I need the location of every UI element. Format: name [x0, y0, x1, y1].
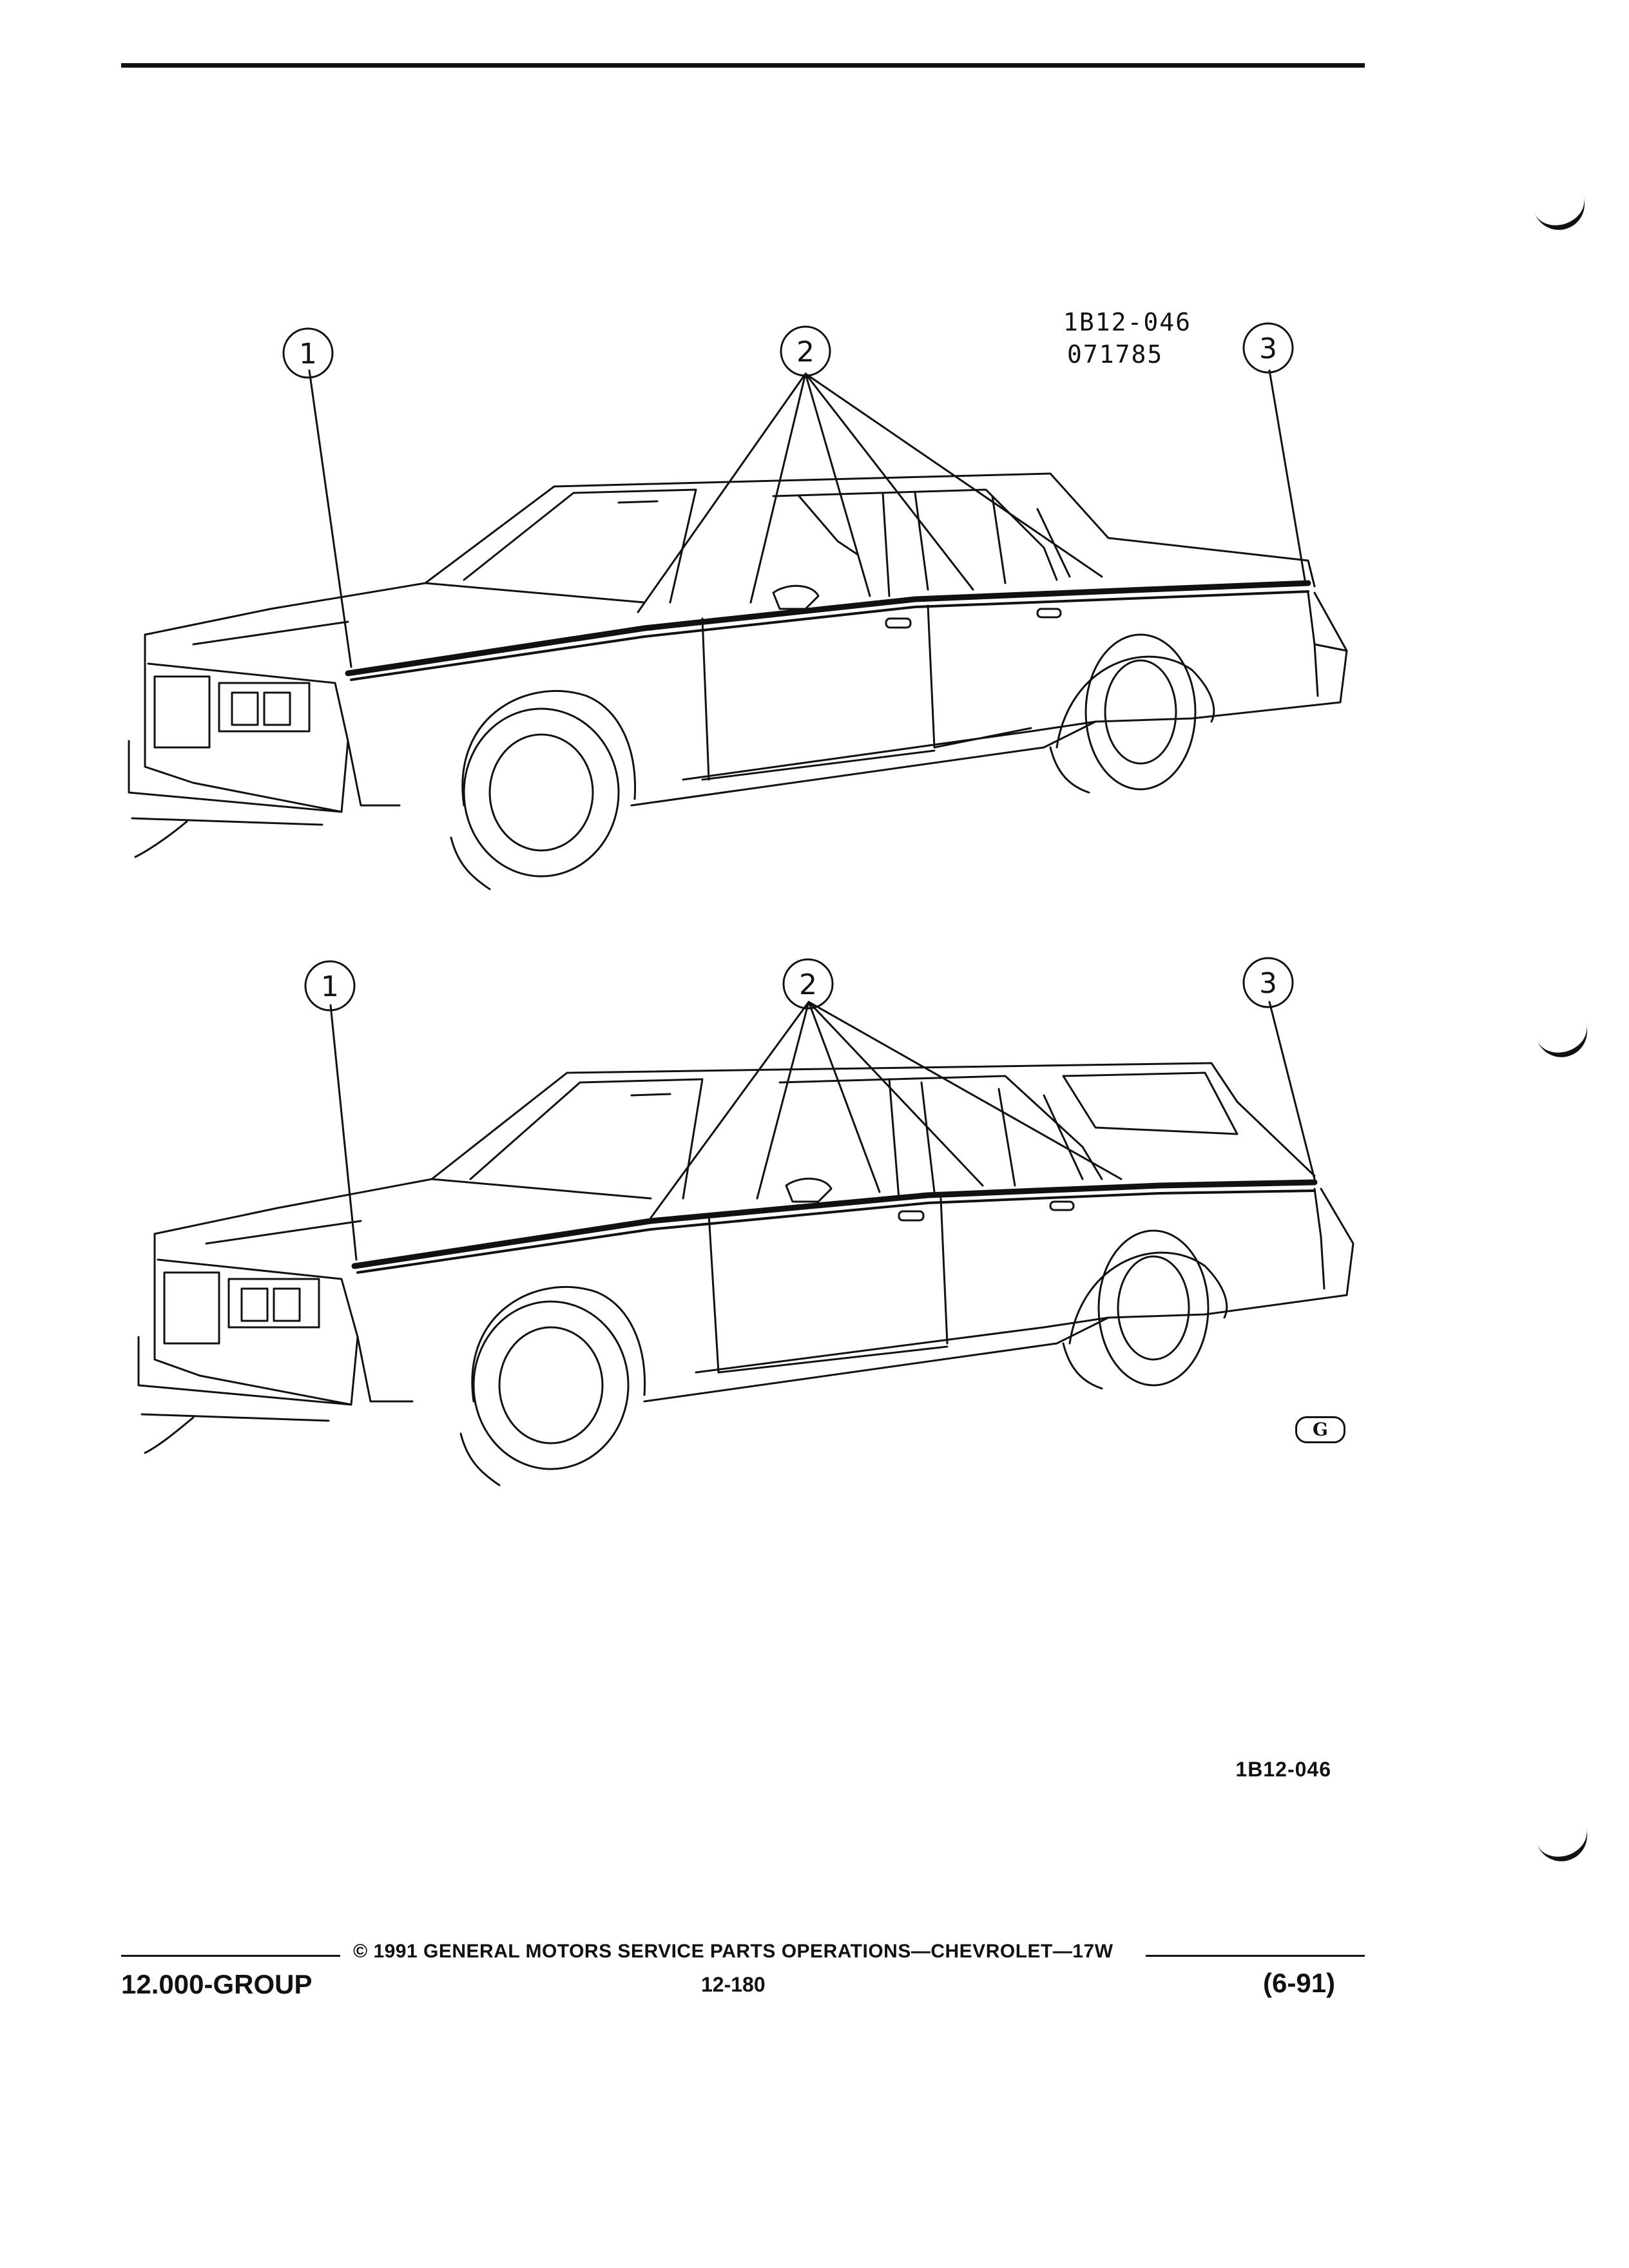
figure-ref-date: 071785	[1067, 340, 1164, 369]
callout-bottom-3: 3	[1259, 967, 1277, 1000]
figure-id-label: 1B12-046	[1235, 1758, 1331, 1781]
footer-rule-left	[121, 1955, 340, 1957]
footer-copyright: © 1991 GENERAL MOTORS SERVICE PARTS OPER…	[353, 1941, 1113, 1962]
sedan-drawing	[128, 322, 1348, 890]
footer-group: 12.000-GROUP	[121, 1969, 313, 1999]
figure-ref-code: 1B12-046	[1063, 308, 1192, 336]
callout-top-3: 3	[1259, 332, 1277, 365]
footer-rule-right	[1146, 1955, 1365, 1957]
callout-bottom-1: 1	[321, 970, 339, 1003]
callout-top-1: 1	[299, 338, 317, 370]
callout-bottom-2: 2	[799, 968, 817, 1001]
callout-top-2: 2	[796, 336, 815, 369]
footer-page-number: 12-180	[701, 1973, 766, 1996]
header-rule	[121, 63, 1365, 68]
wagon-drawing	[137, 957, 1354, 1486]
footer-revision: (6-91)	[1263, 1968, 1336, 1998]
gm-logo-icon: G	[1295, 1416, 1345, 1443]
